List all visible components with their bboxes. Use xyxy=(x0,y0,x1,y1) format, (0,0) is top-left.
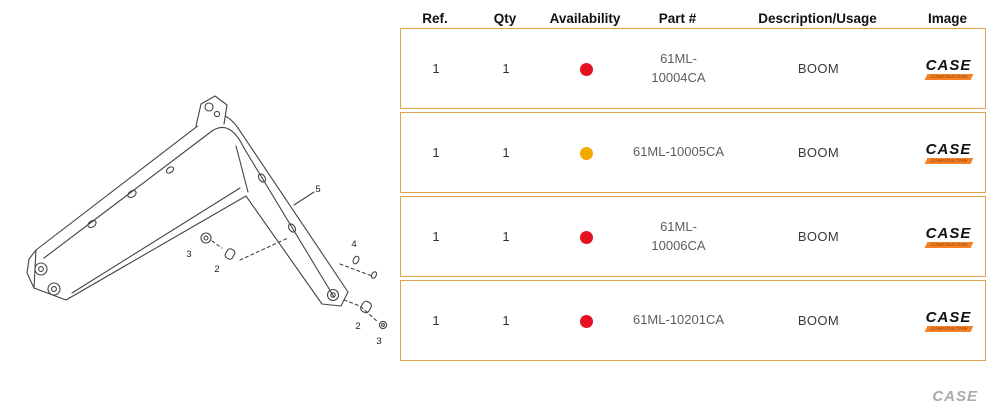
qty-cell: 1 xyxy=(502,313,510,328)
qty-cell: 1 xyxy=(502,145,510,160)
part-number: 61ML-10201CA xyxy=(632,312,725,328)
table-row[interactable]: 1 1 61ML-10005CA BOOM CASE CONSTRUCTION xyxy=(400,112,986,193)
callout-label-2a: 2 xyxy=(214,264,219,275)
table-row[interactable]: 1 1 61ML- 10004CA BOOM CASE CONSTRUCTION xyxy=(400,28,986,109)
description-cell: BOOM xyxy=(797,313,840,328)
callout-label-4: 4 xyxy=(351,239,356,250)
header-description: Description/Usage xyxy=(758,10,877,26)
part-image-thumbnail[interactable]: CASE CONSTRUCTION xyxy=(924,308,973,332)
header-part-number: Part # xyxy=(658,10,697,26)
header-qty: Qty xyxy=(493,10,517,26)
table-row[interactable]: 1 1 61ML-10201CA BOOM CASE CONSTRUCTION xyxy=(400,280,986,361)
part-image-thumbnail[interactable]: CASE CONSTRUCTION xyxy=(924,140,973,164)
callout-label-3b: 3 xyxy=(376,336,381,347)
description-cell: BOOM xyxy=(797,229,840,244)
description-cell: BOOM xyxy=(797,61,840,76)
part-image-thumbnail[interactable]: CASE CONSTRUCTION xyxy=(924,224,973,248)
availability-dot xyxy=(579,315,593,329)
case-logo-subtext: CONSTRUCTION xyxy=(929,73,969,79)
case-logo-text: CASE xyxy=(925,308,972,326)
ref-cell: 1 xyxy=(432,61,440,76)
part-number: 61ML- 10006CA xyxy=(651,219,706,253)
case-logo-subtext: CONSTRUCTION xyxy=(929,157,969,163)
case-logo-subtext: CONSTRUCTION xyxy=(929,325,969,331)
ref-cell: 1 xyxy=(432,313,440,328)
qty-cell: 1 xyxy=(502,229,510,244)
availability-dot xyxy=(579,63,593,77)
case-logo-text: CASE xyxy=(925,56,972,74)
description-cell: BOOM xyxy=(797,145,840,160)
case-logo-text: CASE xyxy=(925,140,972,158)
table-row[interactable]: 1 1 61ML- 10006CA BOOM CASE CONSTRUCTION xyxy=(400,196,986,277)
availability-dot xyxy=(579,231,593,245)
header-availability: Availability xyxy=(549,10,621,26)
case-logo-bar: CONSTRUCTION xyxy=(924,241,973,248)
header-ref: Ref. xyxy=(422,10,448,26)
availability-dot xyxy=(579,147,593,161)
case-logo-subtext: CONSTRUCTION xyxy=(929,241,969,247)
callout-label-3a: 3 xyxy=(186,249,191,260)
part-number: 61ML-10005CA xyxy=(632,144,725,160)
callout-label-5: 5 xyxy=(315,184,320,195)
boom-drawing: 3 2 5 4 2 3 xyxy=(26,95,388,347)
parts-diagram: 3 2 5 4 2 3 xyxy=(0,0,400,402)
parts-table: Ref. Qty Availability Part # Description… xyxy=(400,0,986,364)
table-header: Ref. Qty Availability Part # Description… xyxy=(400,0,986,28)
case-logo-bar: CONSTRUCTION xyxy=(924,325,973,332)
case-logo-text: CASE xyxy=(925,224,972,242)
case-logo-bar: CONSTRUCTION xyxy=(924,157,973,164)
callout-label-2b: 2 xyxy=(355,321,360,332)
qty-cell: 1 xyxy=(502,61,510,76)
ref-cell: 1 xyxy=(432,229,440,244)
case-logo-bar: CONSTRUCTION xyxy=(924,73,973,80)
ref-cell: 1 xyxy=(432,145,440,160)
header-image: Image xyxy=(927,10,968,26)
part-image-thumbnail[interactable]: CASE CONSTRUCTION xyxy=(924,56,973,80)
footer-brand-logo: CASE xyxy=(932,388,978,402)
part-number: 61ML- 10004CA xyxy=(651,51,706,85)
